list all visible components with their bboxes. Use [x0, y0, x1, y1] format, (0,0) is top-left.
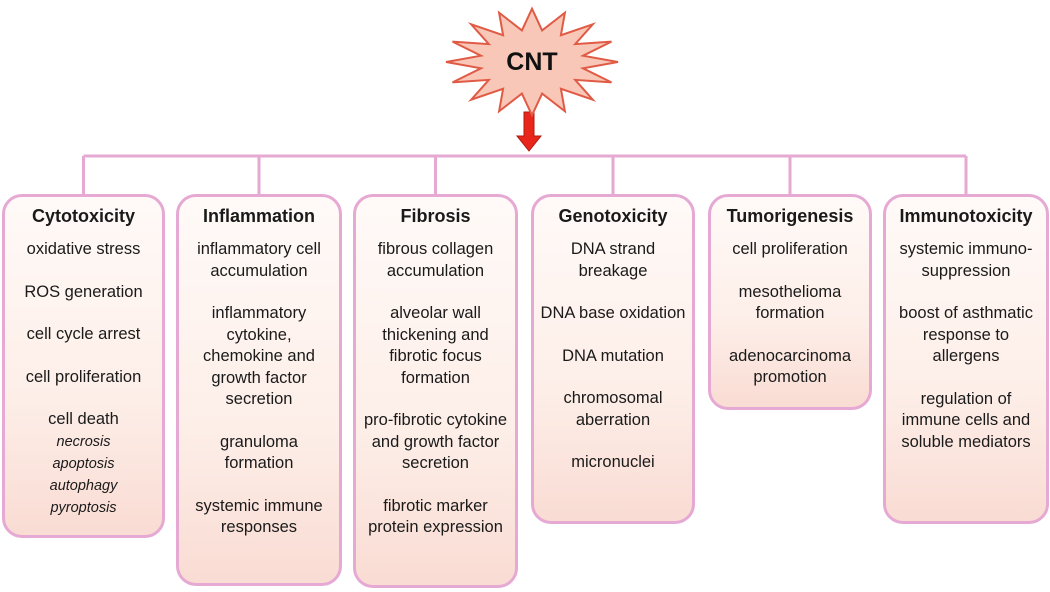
effect-item-text: DNA strand breakage — [570, 240, 656, 280]
effect-item: fibrotic marker protein expression — [362, 496, 509, 539]
starburst-shape — [445, 6, 619, 118]
effect-item-text: cell proliferation — [25, 367, 142, 386]
column-title: Fibrosis — [400, 206, 471, 226]
effect-item: ROS generation — [11, 282, 156, 304]
effect-item-text: pro-fibrotic cytokine and growth factor … — [363, 411, 508, 472]
column-title: Inflammation — [202, 206, 315, 226]
effect-item: systemic immune responses — [185, 496, 333, 539]
effect-item: systemic immuno-suppression — [892, 239, 1040, 282]
effect-item: pro-fibrotic cytokine and growth factor … — [362, 410, 509, 475]
effect-item-text: inflammatory cell accumulation — [197, 240, 321, 280]
effect-item-text: mesothelioma formation — [738, 282, 842, 323]
column-title: Immunotoxicity — [899, 206, 1033, 226]
effect-item-text: systemic immune responses — [195, 496, 323, 537]
effect-item: cell proliferation — [11, 367, 156, 389]
effect-item: cell death necrosis apoptosis autophagy pyro… — [11, 409, 156, 519]
effect-item: DNA strand breakage — [540, 239, 686, 282]
effect-item: adenocarcinoma promotion — [717, 346, 863, 389]
effect-item-text: DNA base oxidation — [540, 304, 686, 322]
effect-item: oxidative stress — [11, 239, 156, 261]
effect-item-text: granuloma formation — [220, 432, 298, 473]
effect-item-text: boost of asthmatic response to allergens — [899, 304, 1033, 365]
root-label: CNT — [506, 48, 557, 76]
cnt-starburst: CNT — [445, 6, 619, 118]
effect-item: alveolar wall thickening and fibrotic fo… — [362, 303, 509, 389]
effect-item-text: fibrous collagen accumulation — [377, 240, 494, 280]
effect-item: cell cycle arrest — [11, 324, 156, 346]
column-title: Genotoxicity — [558, 206, 668, 226]
effect-item-text: cell cycle arrest — [26, 325, 141, 343]
effect-item-text: chromosomal aberration — [563, 389, 663, 429]
effect-item: DNA base oxidation — [540, 303, 686, 325]
effect-item-text: inflammatory cytokine, chemokine and gro… — [203, 304, 315, 408]
effect-item: inflammatory cell accumulation — [185, 239, 333, 282]
column-immunotoxicity: Immunotoxicity systemic immuno-suppressio… — [883, 194, 1049, 524]
effect-item: mesothelioma formation — [717, 282, 863, 325]
effect-item: chromosomal aberration — [540, 388, 686, 431]
effect-item: cell proliferation — [717, 239, 863, 261]
effect-item-text: systemic immuno-suppression — [899, 240, 1033, 280]
effect-item-text: ROS generation — [24, 282, 143, 301]
effect-item-text: oxidative stress — [26, 240, 141, 258]
effect-subitem: pyroptosis — [50, 499, 117, 516]
effect-item-text: DNA mutation — [562, 346, 664, 365]
effect-item-text: alveolar wall thickening and fibrotic fo… — [382, 304, 489, 387]
effect-subitem: autophagy — [49, 477, 118, 494]
effect-item: inflammatory cytokine, chemokine and gro… — [185, 303, 333, 411]
effect-item: DNA mutation — [540, 346, 686, 368]
effect-item: micronuclei — [540, 452, 686, 474]
effect-item-text: micronuclei — [571, 453, 655, 471]
effect-subitem: necrosis — [56, 433, 111, 450]
column-title: Tumorigenesis — [726, 206, 854, 226]
effect-item-text: fibrotic marker protein expression — [368, 496, 503, 537]
column-inflammation: Inflammation inflammatory cell accumulati… — [176, 194, 342, 586]
effect-item-text: cell death — [48, 410, 119, 428]
effect-item-text: regulation of immune cells and soluble m… — [901, 389, 1031, 451]
effect-subitem: apoptosis — [52, 455, 115, 472]
column-tumorigenesis: Tumorigenesis cell proliferation mesotheli… — [708, 194, 872, 410]
effect-item-text: adenocarcinoma promotion — [729, 346, 851, 387]
effect-item: boost of asthmatic response to allergens — [892, 303, 1040, 368]
column-fibrosis: Fibrosis fibrous collagen accumulation alv… — [353, 194, 518, 588]
column-title: Cytotoxicity — [31, 206, 136, 226]
effect-item: regulation of immune cells and soluble m… — [892, 389, 1040, 454]
effect-item: fibrous collagen accumulation — [362, 239, 509, 282]
effect-item-text: cell proliferation — [732, 240, 848, 258]
effect-item: granuloma formation — [185, 432, 333, 475]
